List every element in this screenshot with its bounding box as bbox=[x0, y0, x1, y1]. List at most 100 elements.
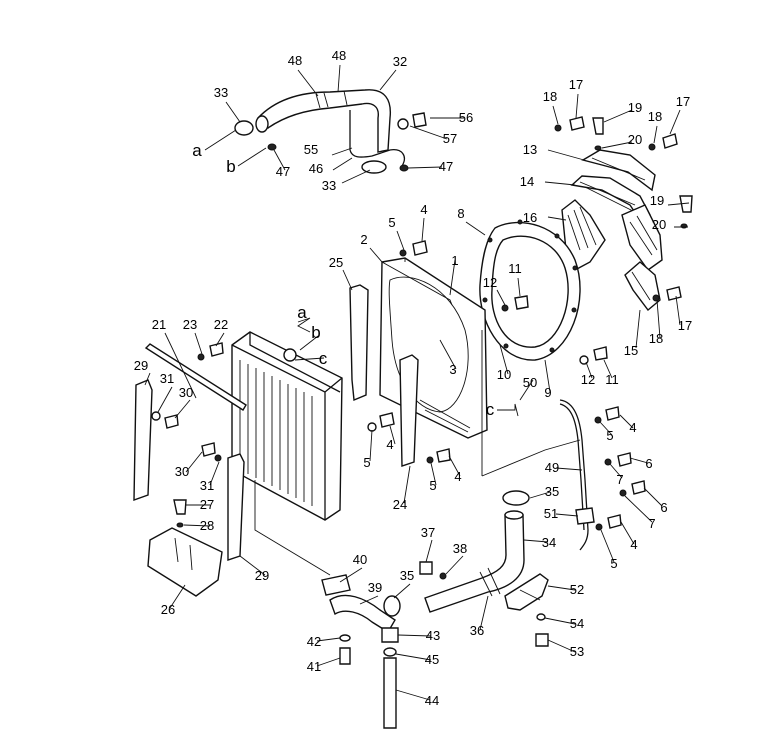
part-label-p50: 50 bbox=[523, 375, 537, 390]
part-label-p5c: 5 bbox=[606, 428, 613, 443]
hose-clamp-33-upper bbox=[234, 120, 254, 136]
bottom-guard-26 bbox=[147, 527, 223, 597]
clamp-35 bbox=[383, 490, 530, 617]
part-label-p33b: 33 bbox=[322, 178, 336, 193]
part-label-p5a: 5 bbox=[388, 215, 395, 230]
part-label-p52: 52 bbox=[570, 582, 584, 597]
part-label-p11b: 11 bbox=[605, 372, 619, 387]
part-label-p4d: 4 bbox=[630, 537, 637, 552]
part-label-p35b: 35 bbox=[400, 568, 414, 583]
part-label-p47a: 47 bbox=[276, 164, 290, 179]
leader-lines bbox=[144, 64, 690, 701]
part-label-p4e: 4 bbox=[454, 469, 461, 484]
baffle-21 bbox=[144, 343, 247, 411]
side-bracket-29-left bbox=[133, 379, 153, 501]
upper-radiator-hose bbox=[255, 89, 392, 153]
part-label-p18b: 18 bbox=[648, 109, 662, 124]
part-label-p18a: 18 bbox=[543, 89, 557, 104]
part-label-p30b: 30 bbox=[175, 464, 189, 479]
part-label-p9: 9 bbox=[544, 385, 551, 400]
part-label-p5b: 5 bbox=[363, 455, 370, 470]
part-label-p14: 14 bbox=[520, 174, 534, 189]
part-label-p5d: 5 bbox=[610, 556, 617, 571]
ref-letter-lb1: b bbox=[226, 157, 235, 176]
part-label-p40: 40 bbox=[353, 552, 367, 567]
side-bracket-29-lower bbox=[227, 453, 245, 561]
part-label-p43: 43 bbox=[426, 628, 440, 643]
part-label-p35a: 35 bbox=[545, 484, 559, 499]
part-label-p22: 22 bbox=[214, 317, 228, 332]
part-label-p29b: 29 bbox=[255, 568, 269, 583]
part-label-p36: 36 bbox=[470, 623, 484, 638]
part-label-p38: 38 bbox=[453, 541, 467, 556]
part-label-p19b: 19 bbox=[650, 193, 664, 208]
part-label-p6b: 6 bbox=[660, 500, 667, 515]
ref-letter-la2: a bbox=[297, 303, 307, 322]
fan-shroud-ring-8 bbox=[479, 219, 581, 361]
tube-bolts-4-5-6-7 bbox=[594, 406, 646, 531]
fan-guard-segment-right bbox=[621, 204, 663, 271]
part-label-p48a: 48 bbox=[288, 53, 302, 68]
part-label-p57: 57 bbox=[443, 131, 457, 146]
part-label-p39: 39 bbox=[368, 580, 382, 595]
part-label-p10: 10 bbox=[497, 367, 511, 382]
fan-guard-segment-15 bbox=[624, 261, 661, 312]
part-label-p31a: 31 bbox=[160, 371, 174, 386]
part-label-p41: 41 bbox=[307, 659, 321, 674]
part-label-p37: 37 bbox=[421, 525, 435, 540]
hose-clamp-33-lower bbox=[361, 160, 387, 174]
small-bolts-lower bbox=[339, 561, 549, 665]
part-label-p3: 3 bbox=[449, 362, 456, 377]
part-label-p25: 25 bbox=[329, 255, 343, 270]
part-label-p33a: 33 bbox=[214, 85, 228, 100]
side-plate-24 bbox=[399, 354, 419, 467]
part-label-p26: 26 bbox=[161, 602, 175, 617]
part-label-p7a: 7 bbox=[616, 472, 623, 487]
part-label-p23: 23 bbox=[183, 317, 197, 332]
part-label-p27: 27 bbox=[200, 497, 214, 512]
part-label-p2: 2 bbox=[360, 232, 367, 247]
part-label-p20b: 20 bbox=[652, 217, 666, 232]
part-label-p12b: 12 bbox=[581, 372, 595, 387]
ref-letter-la1: a bbox=[192, 141, 202, 160]
shroud-bolts-11-12 bbox=[501, 295, 608, 365]
part-label-p21: 21 bbox=[152, 317, 166, 332]
part-label-p4a: 4 bbox=[420, 202, 427, 217]
part-label-p28: 28 bbox=[200, 518, 214, 533]
part-label-p24: 24 bbox=[393, 497, 407, 512]
part-label-p48b: 48 bbox=[332, 48, 346, 63]
part-label-p55: 55 bbox=[304, 142, 318, 157]
part-label-p4c: 4 bbox=[629, 420, 636, 435]
part-label-p8: 8 bbox=[457, 206, 464, 221]
frame-bolts-4-5 bbox=[367, 240, 451, 464]
part-label-p17a: 17 bbox=[569, 77, 583, 92]
part-label-p47b: 47 bbox=[439, 159, 453, 174]
part-label-p5e: 5 bbox=[429, 478, 436, 493]
ref-letter-lc1: c bbox=[319, 349, 328, 368]
part-label-p7b: 7 bbox=[648, 516, 655, 531]
part-label-p45: 45 bbox=[425, 652, 439, 667]
side-plate-25 bbox=[349, 284, 369, 402]
part-label-p6a: 6 bbox=[645, 456, 652, 471]
part-label-p30a: 30 bbox=[179, 385, 193, 400]
part-label-p17b: 17 bbox=[676, 94, 690, 109]
ref-letter-lb2: b bbox=[311, 323, 320, 342]
part-label-p12a: 12 bbox=[483, 275, 497, 290]
part-label-p56: 56 bbox=[459, 110, 473, 125]
part-label-p17c: 17 bbox=[678, 318, 692, 333]
part-label-p29a: 29 bbox=[134, 358, 148, 373]
part-label-p11a: 11 bbox=[508, 261, 522, 276]
part-label-p4b: 4 bbox=[386, 437, 393, 452]
fan-guard-segment-13 bbox=[581, 149, 656, 192]
part-label-p46: 46 bbox=[309, 161, 323, 176]
mount-bracket-52 bbox=[504, 573, 549, 611]
part-label-p18c: 18 bbox=[649, 331, 663, 346]
lower-pipe-34 bbox=[424, 510, 525, 613]
part-label-p53: 53 bbox=[570, 644, 584, 659]
bolt-56-washer-57 bbox=[397, 112, 427, 130]
fan-shroud-frame-1 bbox=[379, 257, 488, 439]
coolant-tube-49 bbox=[559, 399, 595, 551]
